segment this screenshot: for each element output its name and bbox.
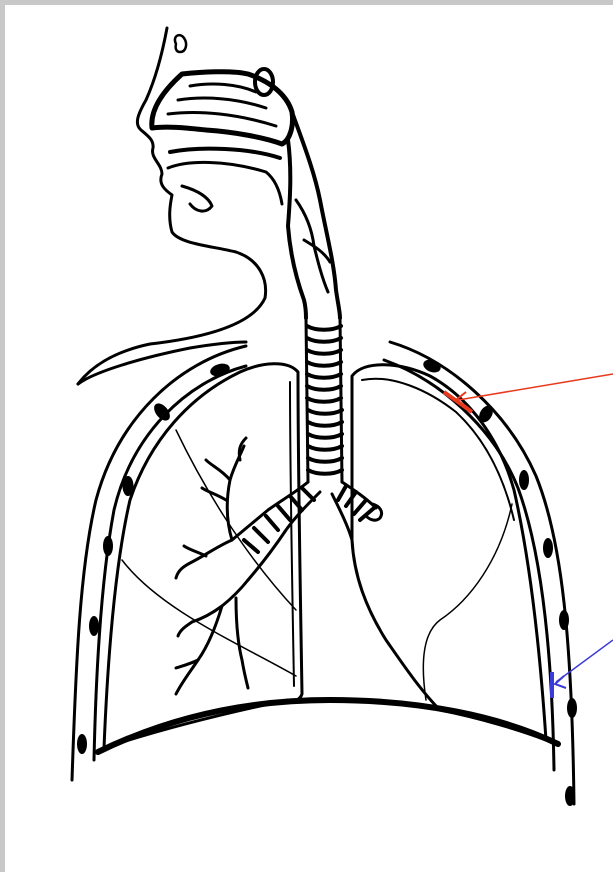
left-main-bronchus [232, 482, 308, 540]
lower-jaw [182, 186, 212, 211]
tongue [168, 162, 282, 204]
nostril [175, 35, 186, 52]
right-lung [352, 365, 546, 740]
trachea [306, 318, 342, 482]
nasal-turbinate-middle [178, 98, 266, 108]
nasal-turbinate-upper [190, 84, 256, 92]
blue-pointer [552, 640, 613, 698]
left-lung-fissure-lower [122, 560, 296, 676]
right-lung-fissure [423, 504, 512, 700]
palate [170, 149, 280, 158]
left-lung-inner [290, 382, 294, 686]
bronchial-tree [176, 438, 248, 694]
diagram-canvas [5, 5, 613, 872]
right-lung-inner [362, 379, 514, 520]
left-lung-fissure-upper [176, 430, 296, 610]
nasal-turbinate-lower [168, 113, 276, 127]
pharynx-left-wall [288, 140, 306, 318]
diaphragm [98, 700, 558, 752]
bronchus-rings [244, 486, 374, 552]
respiratory-diagram [5, 5, 613, 872]
